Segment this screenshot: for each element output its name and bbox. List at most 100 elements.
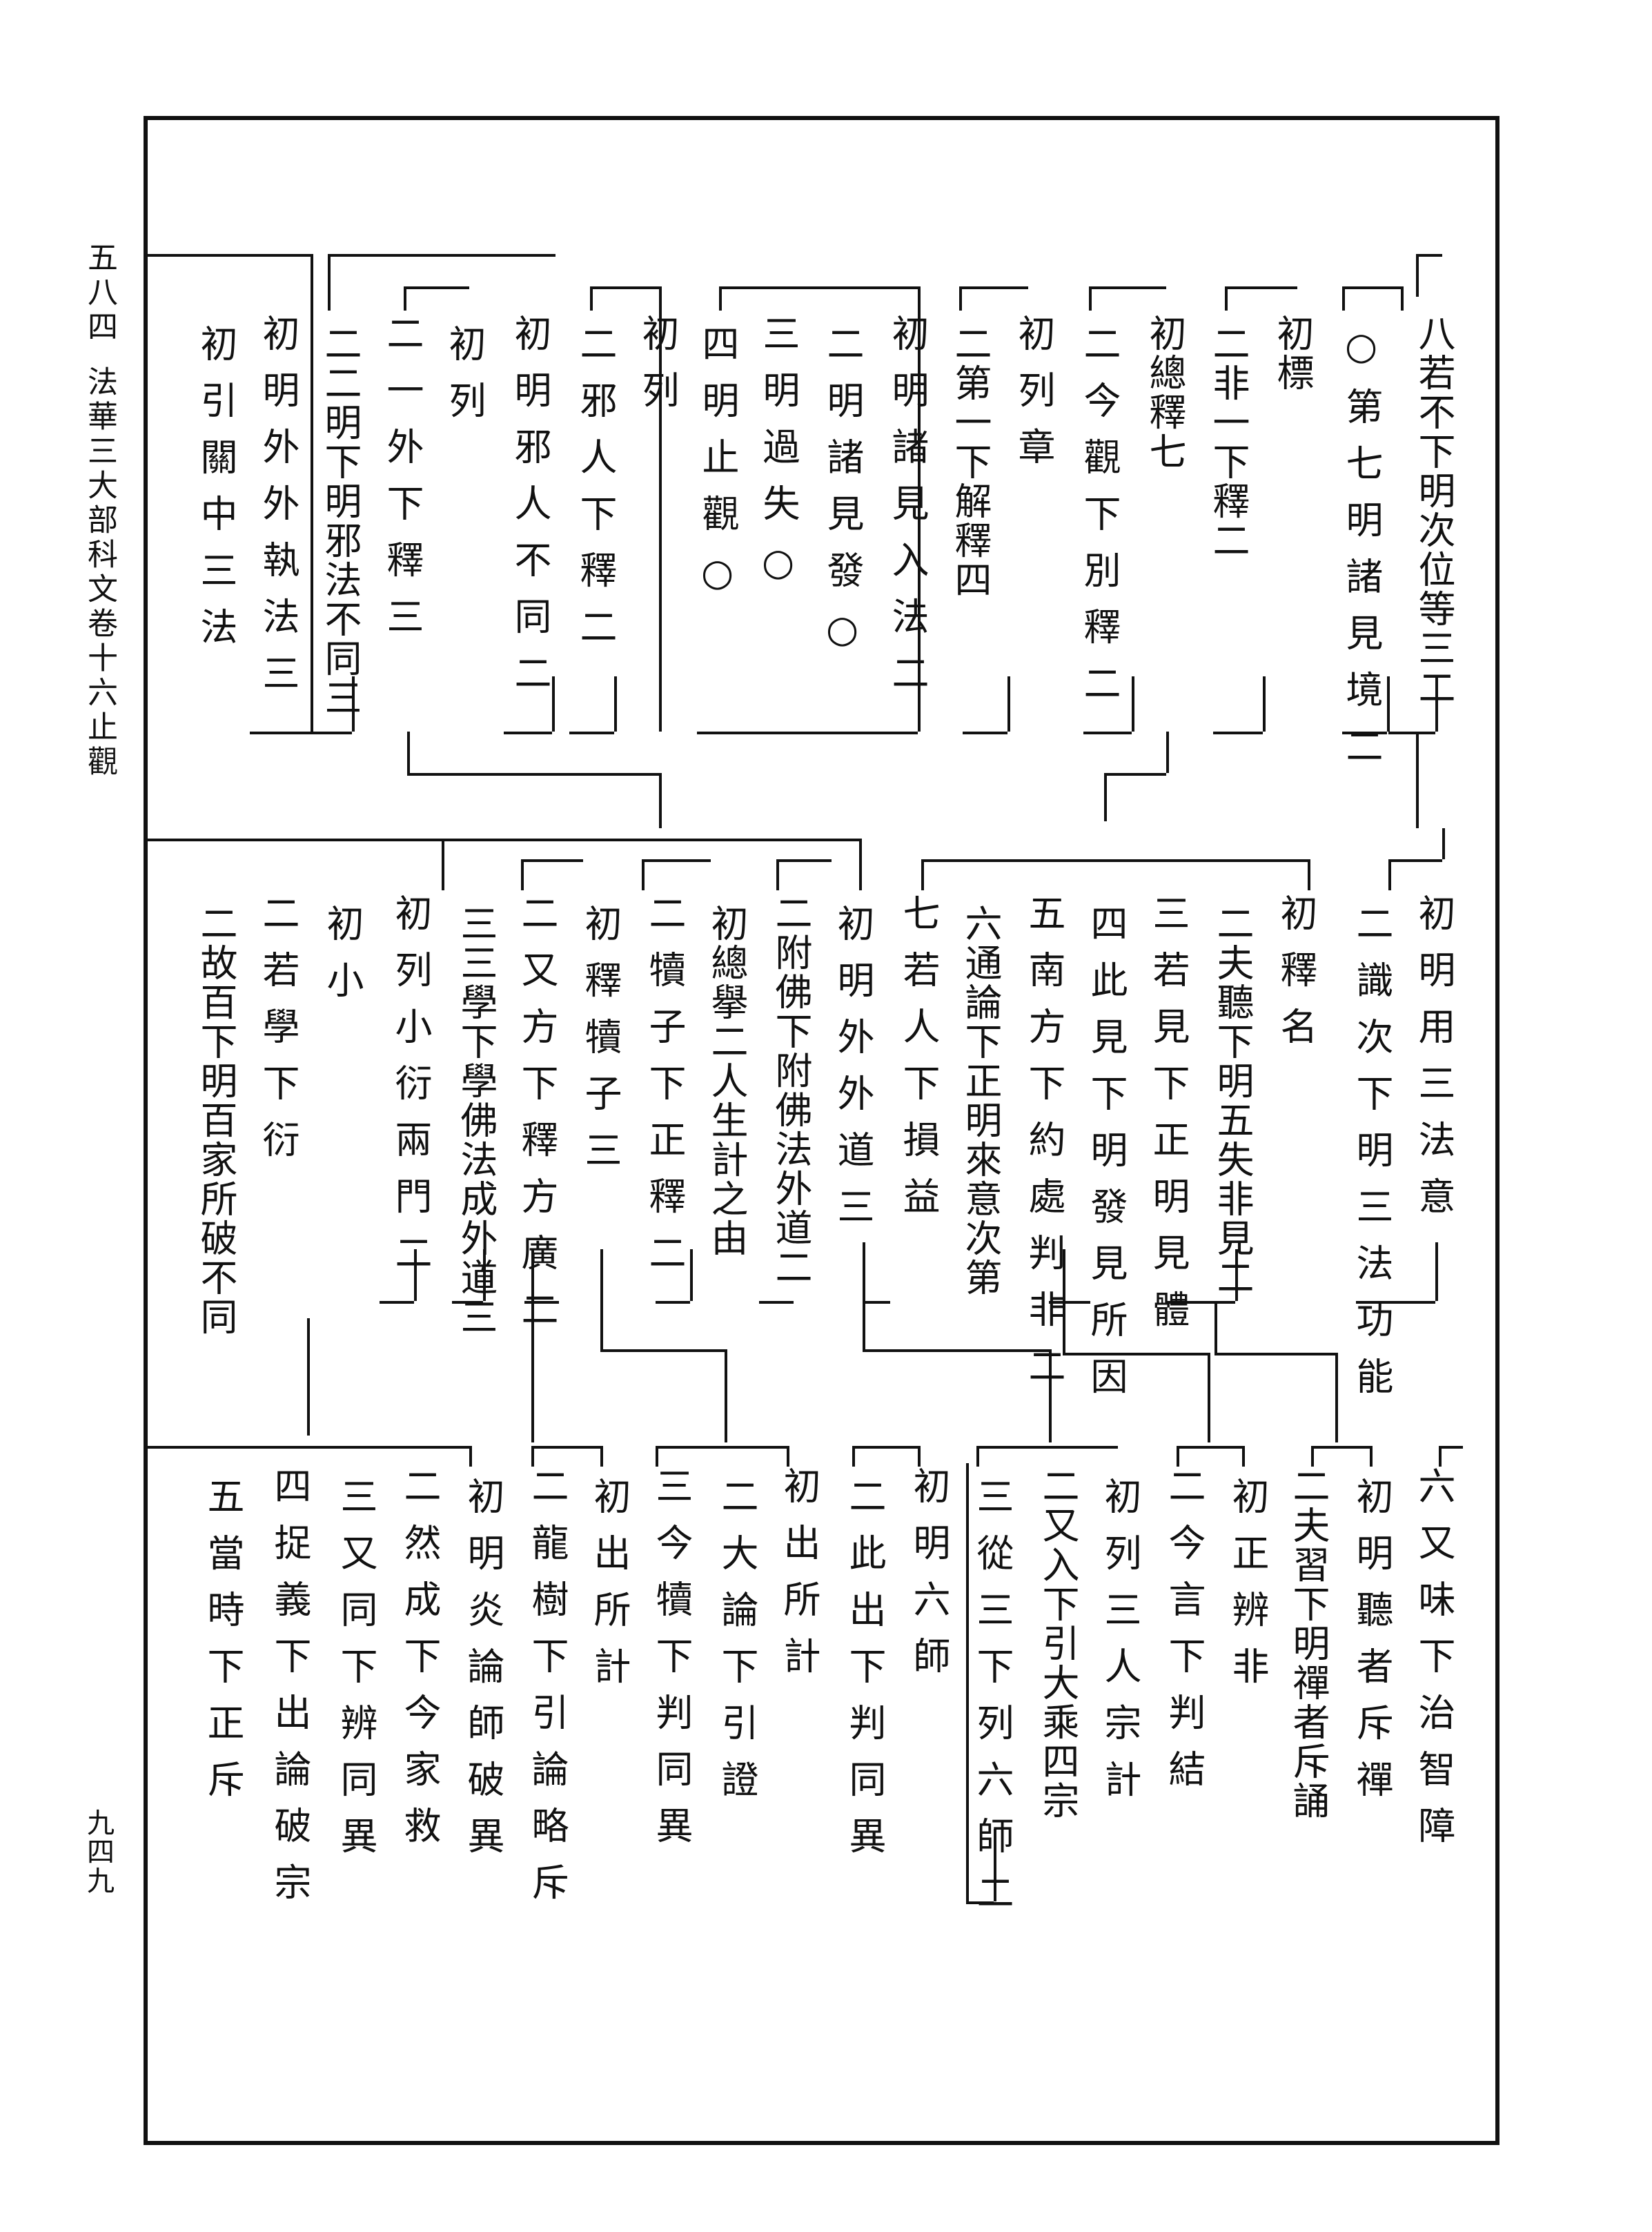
bracket-line [569,732,614,734]
bracket-line [1215,1301,1217,1353]
outline-node-r1-1: 八若不下明次位等三二 [1412,314,1455,707]
outline-node-r2-20: 二故百下明百家所破不同 [194,904,237,1337]
bracket-line [531,1446,534,1467]
bracket-line [307,1318,310,1436]
bracket-line [442,839,490,841]
outline-node-r3-16: 初明炎論師破異 [461,1477,504,1873]
bracket-line [994,1829,996,1901]
bracket-line [452,1301,483,1304]
bracket-line [852,1446,855,1467]
bracket-line [918,286,921,732]
bracket-line [725,1349,727,1442]
outline-node-r2-14: 初釋犢子三 [578,904,622,1187]
bracket-line [521,859,524,890]
bracket-line [656,1301,690,1304]
bracket-line [442,839,444,890]
bracket-line [921,859,924,890]
bracket-line [1342,286,1401,289]
bracket-line [404,286,469,289]
bracket-line [659,773,662,828]
outline-node-r2-9: 七若人下損益 [896,894,940,1233]
bracket-line [552,676,555,732]
outline-node-r2-4: 二夫聽下明五失非見二 [1210,904,1254,1298]
bracket-line [600,1349,725,1352]
bracket-line [642,859,645,890]
bracket-line [966,1463,969,1901]
bracket-line [976,1446,1118,1449]
bracket-line [1177,1446,1179,1467]
outline-node-r2-11: 二附佛下附佛法外道二 [769,894,812,1287]
bracket-line [414,1249,417,1301]
bracket-line [1235,1249,1238,1301]
outline-node-r1-16: 初列 [442,324,486,438]
bracket-line [787,1446,789,1467]
bracket-line [1166,732,1169,773]
outline-node-r2-16: 三三學下學佛法成外道三 [454,904,498,1337]
outline-node-r1-8: 二第一下解釋四 [948,324,992,600]
bracket-line [1242,1446,1245,1467]
bracket-line [719,286,918,289]
outline-node-r1-11: 三明過失○ [756,314,800,603]
bracket-line [614,676,617,732]
bracket-line [524,1301,559,1304]
outline-node-r2-17: 初列小衍兩門二 [389,894,432,1290]
bracket-line [1370,1446,1373,1467]
folio-number: 九四九 [82,1808,114,1895]
bracket-line [483,1249,486,1301]
bracket-line [1263,676,1266,732]
outline-node-r1-10: 二明諸見發○ [820,324,864,670]
outline-node-r3-5: 二今言下判結 [1162,1467,1206,1806]
bracket-line [1311,1446,1314,1467]
outline-node-r3-3: 二夫習下明禪者斥誦 [1286,1467,1330,1821]
bracket-line [1416,732,1419,828]
bracket-line [1104,773,1107,821]
bracket-line [642,859,711,862]
bracket-line [1342,732,1387,734]
bracket-line [852,1446,918,1449]
bracket-line [1225,286,1297,289]
outline-node-r2-13: 二犢子下正釋二 [642,894,686,1290]
outline-node-r2-12: 初總擧二人生計之由 [705,904,748,1258]
bracket-line [1311,1446,1370,1449]
outline-node-r3-6: 初列三人宗計 [1098,1477,1141,1817]
bracket-line [921,859,1308,862]
bracket-line [697,732,918,734]
bracket-line [407,773,659,776]
bracket-line [521,859,583,862]
bracket-line [1089,286,1092,311]
outline-node-r3-20: 五當時下正斥 [201,1477,244,1817]
outline-node-r3-10: 二此出下判同異 [843,1477,886,1873]
outline-node-r1-6: 二今觀下別釋二 [1077,324,1121,721]
outline-node-r2-7: 五南方下約處判非二 [1022,894,1065,1403]
bracket-line [1166,1301,1235,1304]
outline-node-r2-3: 初釋名 [1274,894,1317,1064]
outline-node-r3-13: 三今犢下判同異 [649,1467,693,1863]
bracket-line [1083,732,1132,734]
outline-node-r1-5: 初總釋七 [1143,314,1186,471]
bracket-line [250,732,311,734]
bracket-line [976,1446,979,1467]
outline-node-r1-4: 二非一下釋二 [1206,324,1250,560]
bracket-line [690,1249,693,1301]
bracket-line [1335,1353,1338,1442]
outline-node-r1-14: 二邪人下釋二 [573,324,617,664]
bracket-line [863,1349,1049,1352]
bracket-line [145,839,859,841]
bracket-line [918,1446,921,1467]
book-title: 法華三大部科文卷十六止觀 [82,366,117,780]
bracket-line [311,254,313,732]
bracket-line [659,286,662,732]
bracket-line [776,859,832,862]
outline-node-r2-6: 四此見下明發見所因 [1084,904,1128,1413]
bracket-line [1132,676,1134,732]
outline-node-r1-13: 初列 [636,314,679,427]
bracket-line [1442,828,1445,859]
bracket-line [1063,1353,1208,1355]
bracket-line [1007,676,1010,732]
bracket-line [352,676,355,732]
outline-node-r1-2: ○第七明諸見境二 [1339,324,1383,783]
bracket-line [1435,1242,1438,1301]
bracket-line [1401,286,1404,311]
bracket-line [719,286,722,311]
